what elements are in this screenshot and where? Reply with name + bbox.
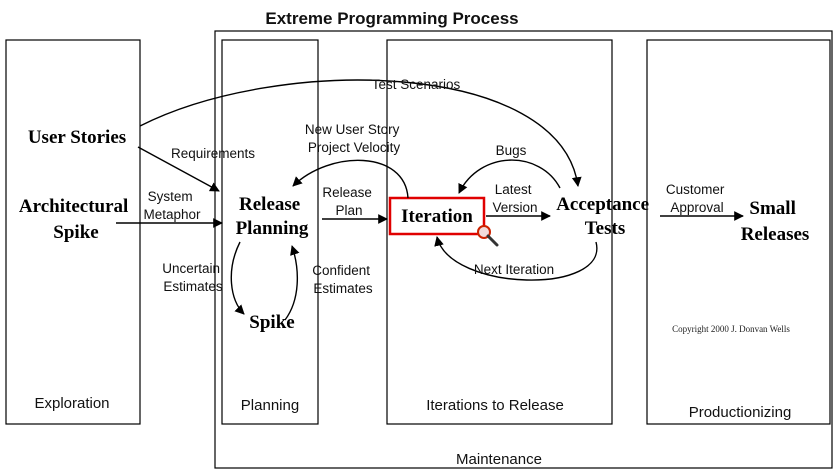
architectural-spike-line1: Architectural [19, 196, 128, 217]
system-metaphor-line2: Metaphor [143, 207, 201, 222]
new-user-story-label: New User Story Project Velocity [305, 122, 403, 155]
customer-approval-line1: Customer [666, 182, 725, 197]
user-stories-node: User Stories [28, 127, 126, 148]
latest-version-line2: Version [492, 200, 537, 215]
acceptance-tests-node: Acceptance Tests [556, 194, 654, 239]
productionizing-phase [646, 39, 831, 425]
release-planning-node: Release Planning [236, 194, 309, 239]
next-iteration-arrow [434, 236, 598, 281]
uncertain-estimates-line2: Estimates [163, 279, 223, 294]
architectural-spike-node: Architectural Spike [19, 196, 133, 243]
test-scenarios-label: Test Scenarios [372, 77, 461, 92]
architectural-spike-line2: Spike [53, 222, 98, 243]
magnifier-icon [477, 225, 499, 247]
acceptance-tests-line2: Tests [585, 218, 625, 239]
exploration-phase [5, 39, 141, 425]
maintenance-label: Maintenance [456, 451, 542, 468]
small-releases-node: Small Releases [741, 198, 810, 245]
spike-node: Spike [249, 312, 294, 333]
exploration-label: Exploration [34, 395, 109, 412]
iteration-node: Iteration [401, 206, 473, 227]
uncertain-estimates-label: Uncertain Estimates [162, 261, 224, 294]
system-metaphor-line1: System [148, 189, 193, 204]
productionizing-label: Productionizing [689, 404, 792, 421]
diagram-title: Extreme Programming Process [265, 9, 518, 28]
requirements-label: Requirements [171, 146, 255, 161]
planning-label: Planning [241, 397, 299, 414]
release-plan-line2: Plan [335, 203, 362, 218]
small-releases-line2: Releases [741, 224, 810, 245]
latest-version-label: Latest Version [492, 182, 537, 215]
maintenance-frame [214, 30, 833, 469]
bugs-label: Bugs [496, 143, 527, 158]
acceptance-tests-line1: Acceptance [556, 194, 649, 215]
confident-estimates-line2: Estimates [313, 281, 373, 296]
test-scenarios-arrow [139, 79, 582, 187]
customer-approval-line2: Approval [670, 200, 723, 215]
requirements-arrow [137, 146, 220, 192]
release-planning-line1: Release [239, 194, 300, 215]
latest-version-line1: Latest [495, 182, 532, 197]
system-metaphor-label: System Metaphor [143, 189, 201, 222]
release-plan-label: Release Plan [322, 185, 375, 218]
confident-estimates-line1: Confident [312, 263, 370, 278]
copyright-notice: Copyright 2000 J. Donvan Wells [672, 324, 790, 334]
bugs-arrow [458, 159, 561, 194]
confident-estimates-arrow [284, 245, 300, 321]
next-iteration-label: Next Iteration [474, 262, 554, 277]
iteration-box [388, 196, 486, 236]
uncertain-estimates-line1: Uncertain [162, 261, 220, 276]
release-plan-line1: Release [322, 185, 372, 200]
planning-phase [221, 39, 319, 425]
iterations-phase [386, 39, 613, 425]
confident-estimates-label: Confident Estimates [312, 263, 374, 296]
new-user-story-line2: Project Velocity [308, 140, 401, 155]
iterations-label: Iterations to Release [426, 397, 564, 414]
new-user-story-arrow [292, 159, 409, 199]
new-user-story-line1: New User Story [305, 122, 400, 137]
uncertain-estimates-arrow [230, 241, 245, 315]
small-releases-line1: Small [749, 198, 795, 219]
release-planning-line2: Planning [236, 218, 309, 239]
customer-approval-label: Customer Approval [666, 182, 728, 215]
